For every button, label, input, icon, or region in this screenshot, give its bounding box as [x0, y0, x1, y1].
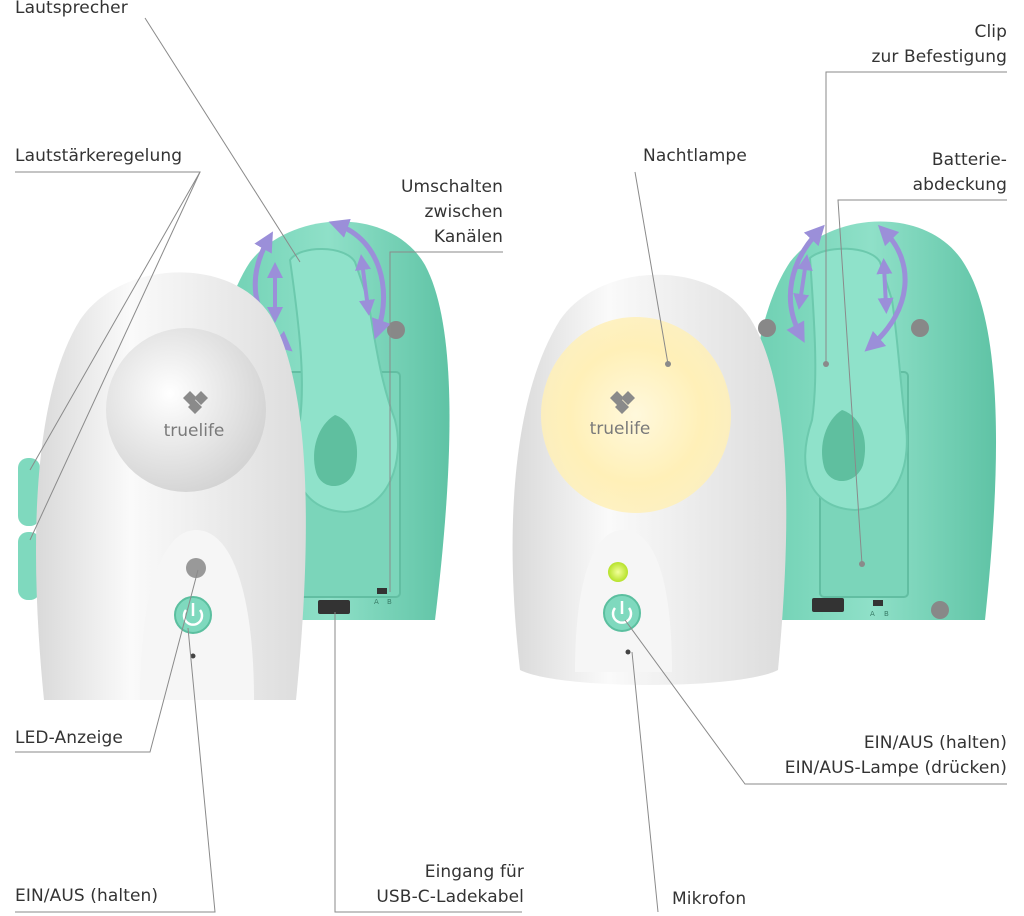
usb-port [318, 600, 350, 614]
night-lamp-glow [541, 317, 731, 513]
truelife-logo-icon [610, 391, 635, 414]
label-channel-switch: Umschalten zwischen Kanälen [400, 177, 503, 247]
switch-label-b-right: B [884, 610, 889, 618]
leader-lines [15, 17, 1007, 913]
usb-port-right [812, 598, 844, 612]
right-back-unit: A B [746, 221, 997, 621]
mic-hole-right [625, 649, 631, 655]
power-icon [182, 609, 204, 626]
brand-logo-left: truelife [164, 421, 225, 441]
screw-icon [387, 321, 405, 339]
switch-label-a: A [374, 598, 379, 606]
truelife-logo-icon [183, 391, 208, 414]
label-night-lamp: Nachtlampe [643, 146, 747, 166]
label-clip: Clip zur Befestigung [871, 22, 1007, 67]
screw-icon [931, 601, 949, 619]
screw-icon [911, 319, 929, 337]
label-power-right: EIN/AUS (halten) EIN/AUS-Lampe (drücken) [784, 733, 1007, 778]
volume-up-button [18, 458, 40, 526]
brand-logo-right: truelife [590, 419, 651, 439]
mic-hole-left [190, 653, 196, 659]
left-front-unit: truelife [18, 272, 306, 700]
channel-switch-right [873, 600, 883, 606]
screw-icon [758, 319, 776, 337]
volume-down-button [18, 532, 40, 600]
label-battery-cover: Batterie- abdeckung [912, 150, 1007, 195]
speaker-grille [106, 328, 266, 492]
label-volume: Lautstärkeregelung [15, 146, 183, 166]
switch-label-b: B [387, 598, 392, 606]
led-indicator-left [186, 558, 206, 578]
label-usb-input: Eingang für USB-C-Ladekabel [376, 862, 524, 907]
label-power-hold-left: EIN/AUS (halten) [15, 886, 159, 906]
led-indicator-right [608, 562, 628, 582]
channel-switch [377, 588, 387, 594]
switch-label-a-right: A [870, 610, 875, 618]
leader-endpoints [665, 361, 865, 567]
label-led: LED-Anzeige [15, 728, 123, 748]
right-front-unit: truelife [512, 274, 787, 685]
power-icon [611, 607, 633, 624]
label-speaker: Lautsprecher [15, 0, 128, 18]
label-microphone: Mikrofon [672, 889, 747, 909]
